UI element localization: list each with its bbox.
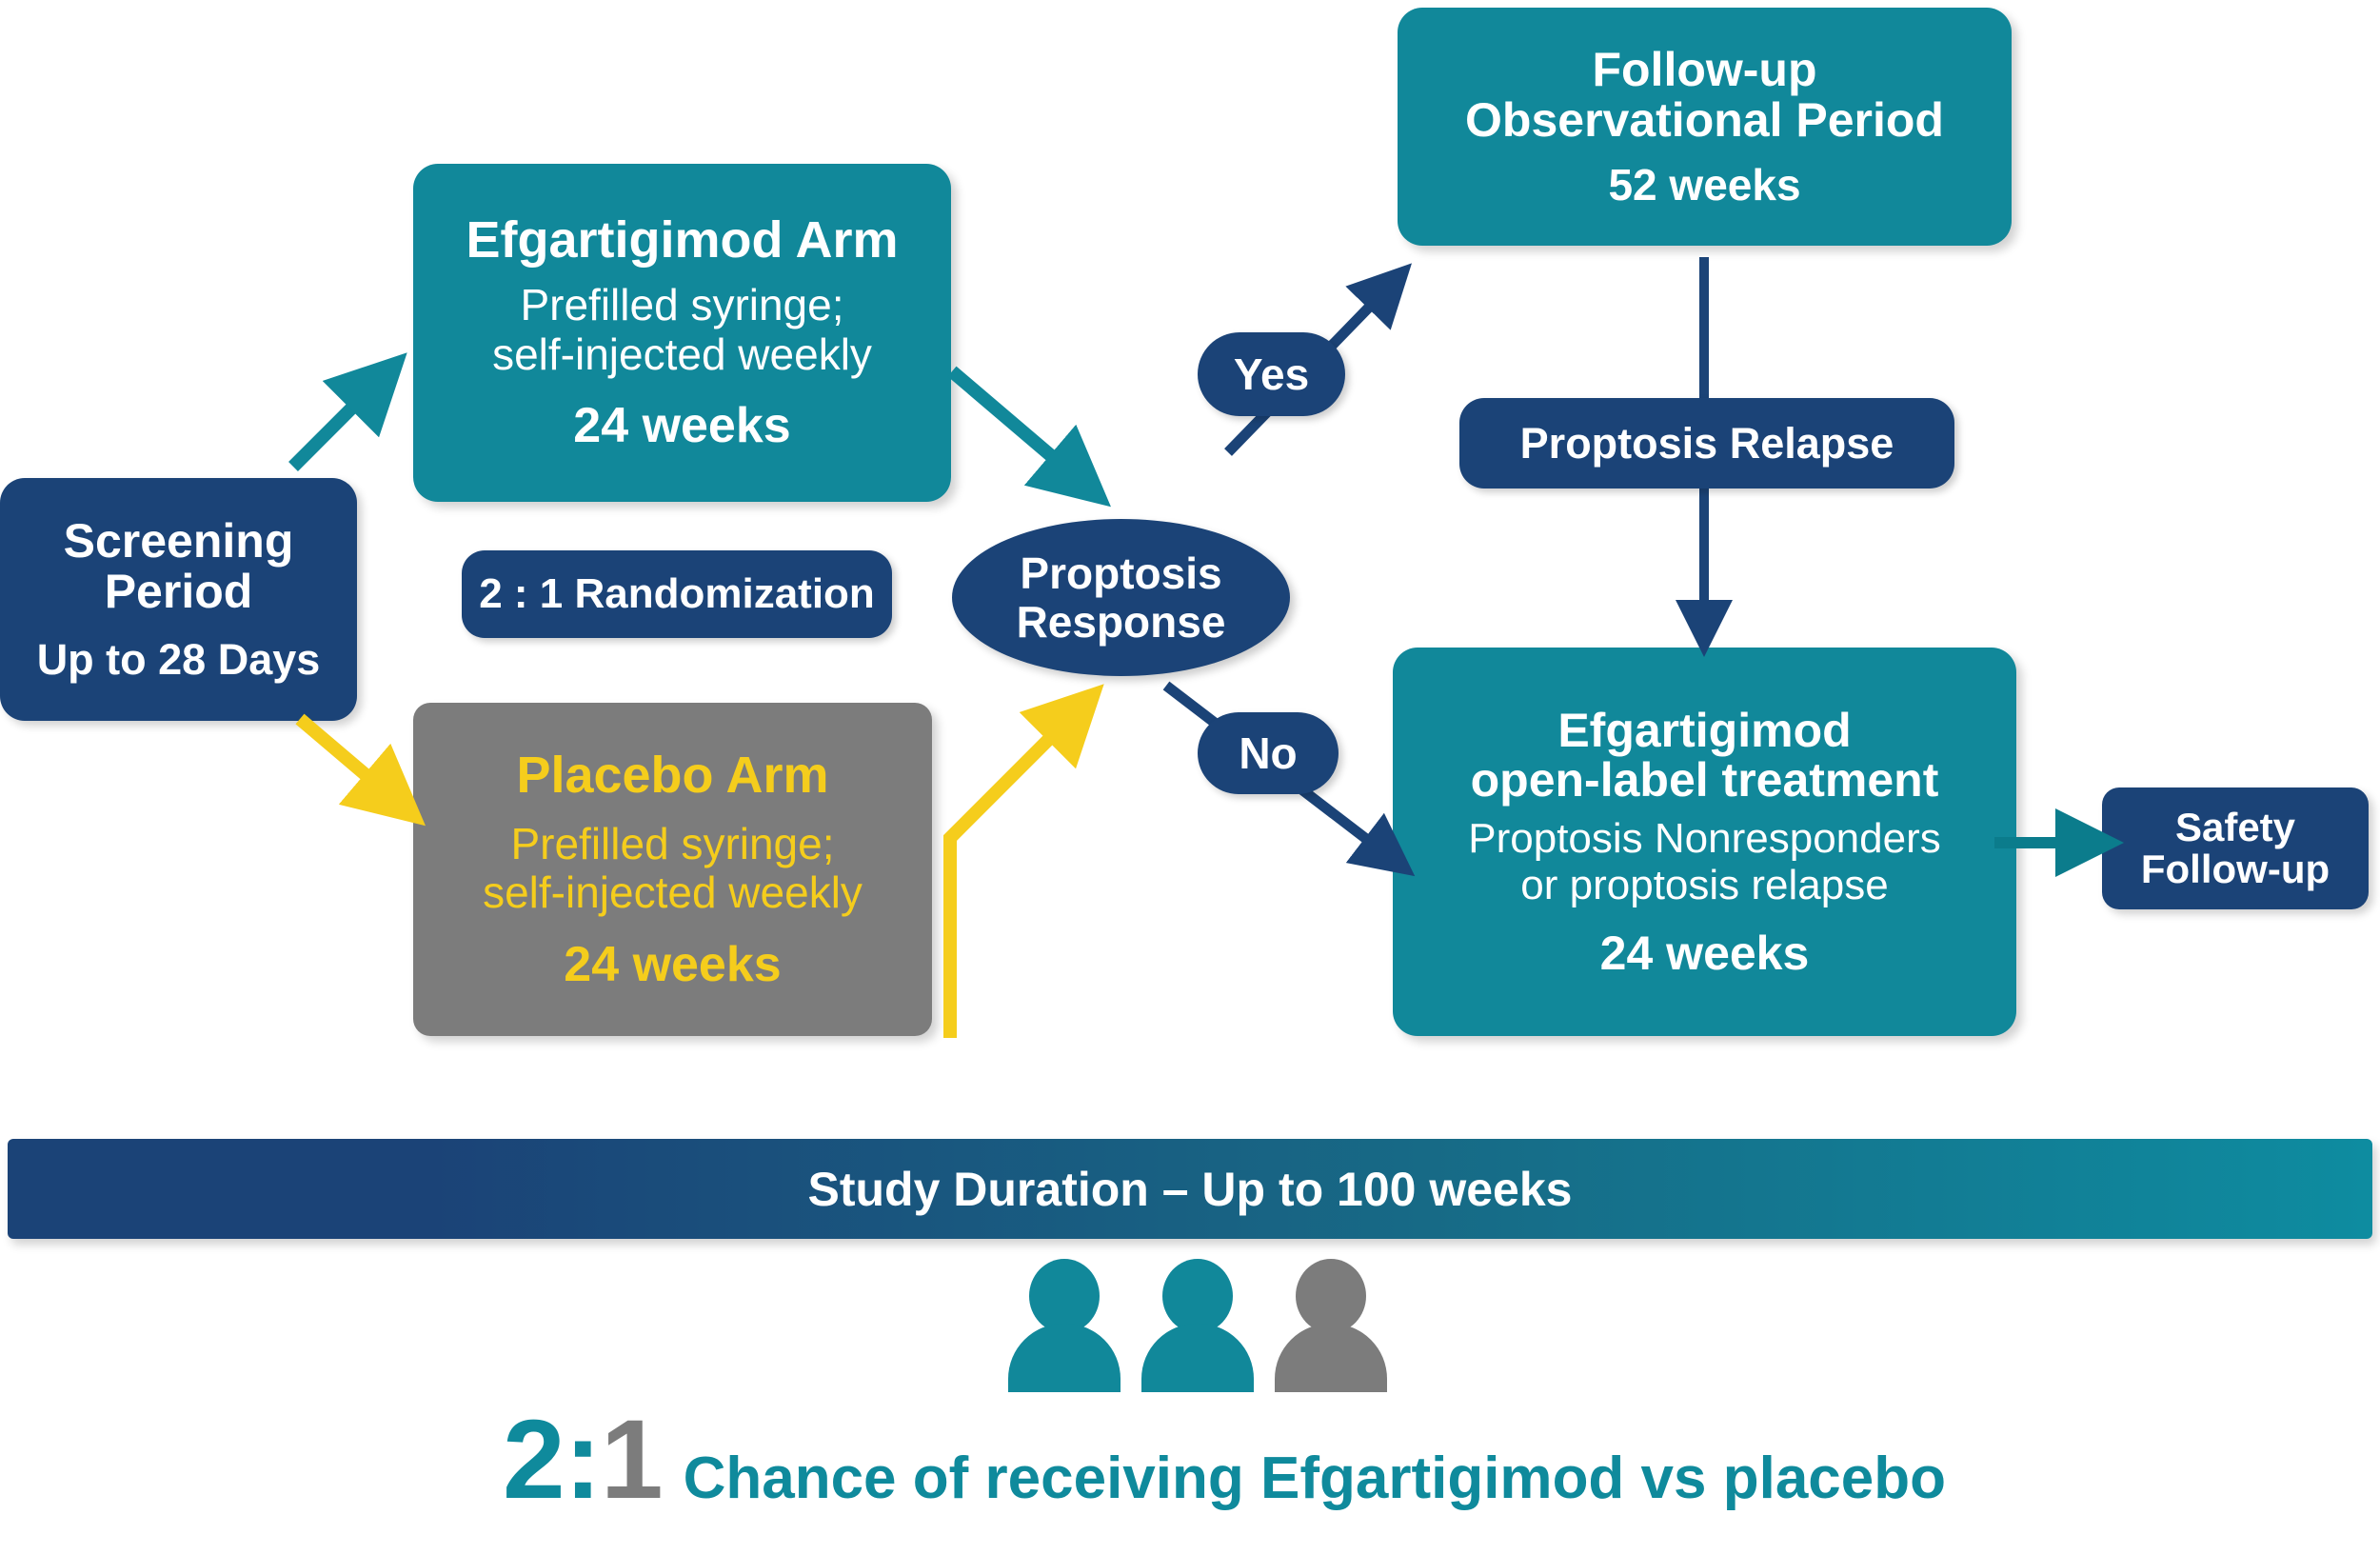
node-yes-branch[interactable]: Yes — [1198, 332, 1345, 416]
open-label-title-line2: open-label treatment — [1470, 753, 1939, 807]
placebo-arm-detail-2: self-injected weekly — [483, 867, 863, 918]
person-treatment-2-icon — [1141, 1259, 1254, 1392]
efgartigimod-arm-title: Efgartigimod Arm — [466, 211, 899, 269]
placebo-arm-detail-1: Prefilled syringe; — [510, 818, 835, 868]
person-treatment-1-icon — [1008, 1259, 1121, 1392]
efgartigimod-arm-detail-2: self-injected weekly — [492, 329, 872, 379]
yes-label: Yes — [1233, 349, 1310, 399]
placebo-arm-title: Placebo Arm — [516, 746, 829, 804]
node-randomization[interactable]: 2 : 1 Randomization — [462, 550, 892, 638]
no-label: No — [1239, 728, 1298, 778]
screening-line2: Period — [104, 564, 253, 618]
footer-ratio-colon: : — [564, 1397, 602, 1523]
node-efgartigimod-arm[interactable]: Efgartigimod Arm Prefilled syringe; self… — [413, 164, 951, 502]
open-label-title-line1: Efgartigimod — [1557, 703, 1852, 757]
open-label-detail-2: or proptosis relapse — [1520, 862, 1889, 909]
person-placebo-icon — [1275, 1259, 1387, 1392]
arrow-screening-to-placebo — [295, 713, 426, 827]
safety-followup-line2: Follow-up — [2140, 847, 2330, 891]
footer-ratio-two: 2 — [503, 1397, 565, 1523]
study-duration-label: Study Duration – Up to 100 weeks — [807, 1162, 1573, 1216]
node-open-label-treatment[interactable]: Efgartigimod open-label treatment Propto… — [1393, 648, 2016, 1036]
footer-ratio-one: 1 — [600, 1397, 664, 1523]
node-proptosis-response[interactable]: Proptosis Response — [952, 519, 1290, 676]
open-label-duration: 24 weeks — [1599, 926, 1810, 980]
node-safety-followup[interactable]: Safety Follow-up — [2102, 787, 2369, 909]
followup-title-line1: Follow-up — [1592, 43, 1817, 97]
safety-followup-line1: Safety — [2174, 804, 2296, 849]
proptosis-response-line1: Proptosis — [1020, 548, 1222, 598]
footer-text: Chance of receiving Efgartigimod vs plac… — [683, 1445, 1947, 1511]
footer-ratio-line: 2:1 Chance of receiving Efgartigimod vs … — [503, 1395, 1946, 1525]
followup-title-line2: Observational Period — [1465, 92, 1944, 147]
node-followup-observational[interactable]: Follow-up Observational Period 52 weeks — [1398, 8, 2012, 246]
screening-line1: Screening — [63, 514, 294, 568]
efgartigimod-arm-detail-1: Prefilled syringe; — [520, 280, 844, 330]
placebo-arm-duration: 24 weeks — [564, 936, 782, 992]
arrow-screening-to-efgartigimod — [288, 352, 407, 471]
arrow-efgartigimod-to-proptosis — [947, 366, 1111, 508]
randomization-label: 2 : 1 Randomization — [479, 570, 875, 617]
node-screening-period[interactable]: Screening Period Up to 28 Days — [0, 478, 357, 721]
people-group — [1008, 1259, 1387, 1392]
node-placebo-arm[interactable]: Placebo Arm Prefilled syringe; self-inje… — [413, 703, 932, 1036]
efgartigimod-arm-duration: 24 weeks — [573, 398, 791, 454]
proptosis-response-line2: Response — [1016, 596, 1226, 647]
proptosis-relapse-label: Proptosis Relapse — [1519, 418, 1894, 468]
screening-line3: Up to 28 Days — [36, 635, 321, 685]
node-no-branch[interactable]: No — [1198, 712, 1339, 794]
footer-ratio: 2:1 — [503, 1395, 664, 1525]
node-proptosis-relapse[interactable]: Proptosis Relapse — [1459, 398, 1954, 488]
followup-duration: 52 weeks — [1608, 160, 1801, 210]
study-duration-banner: Study Duration – Up to 100 weeks — [8, 1139, 2372, 1239]
open-label-detail-1: Proptosis Nonresponders — [1468, 814, 1941, 862]
arrow-placebo-to-proptosis — [943, 684, 1104, 1038]
